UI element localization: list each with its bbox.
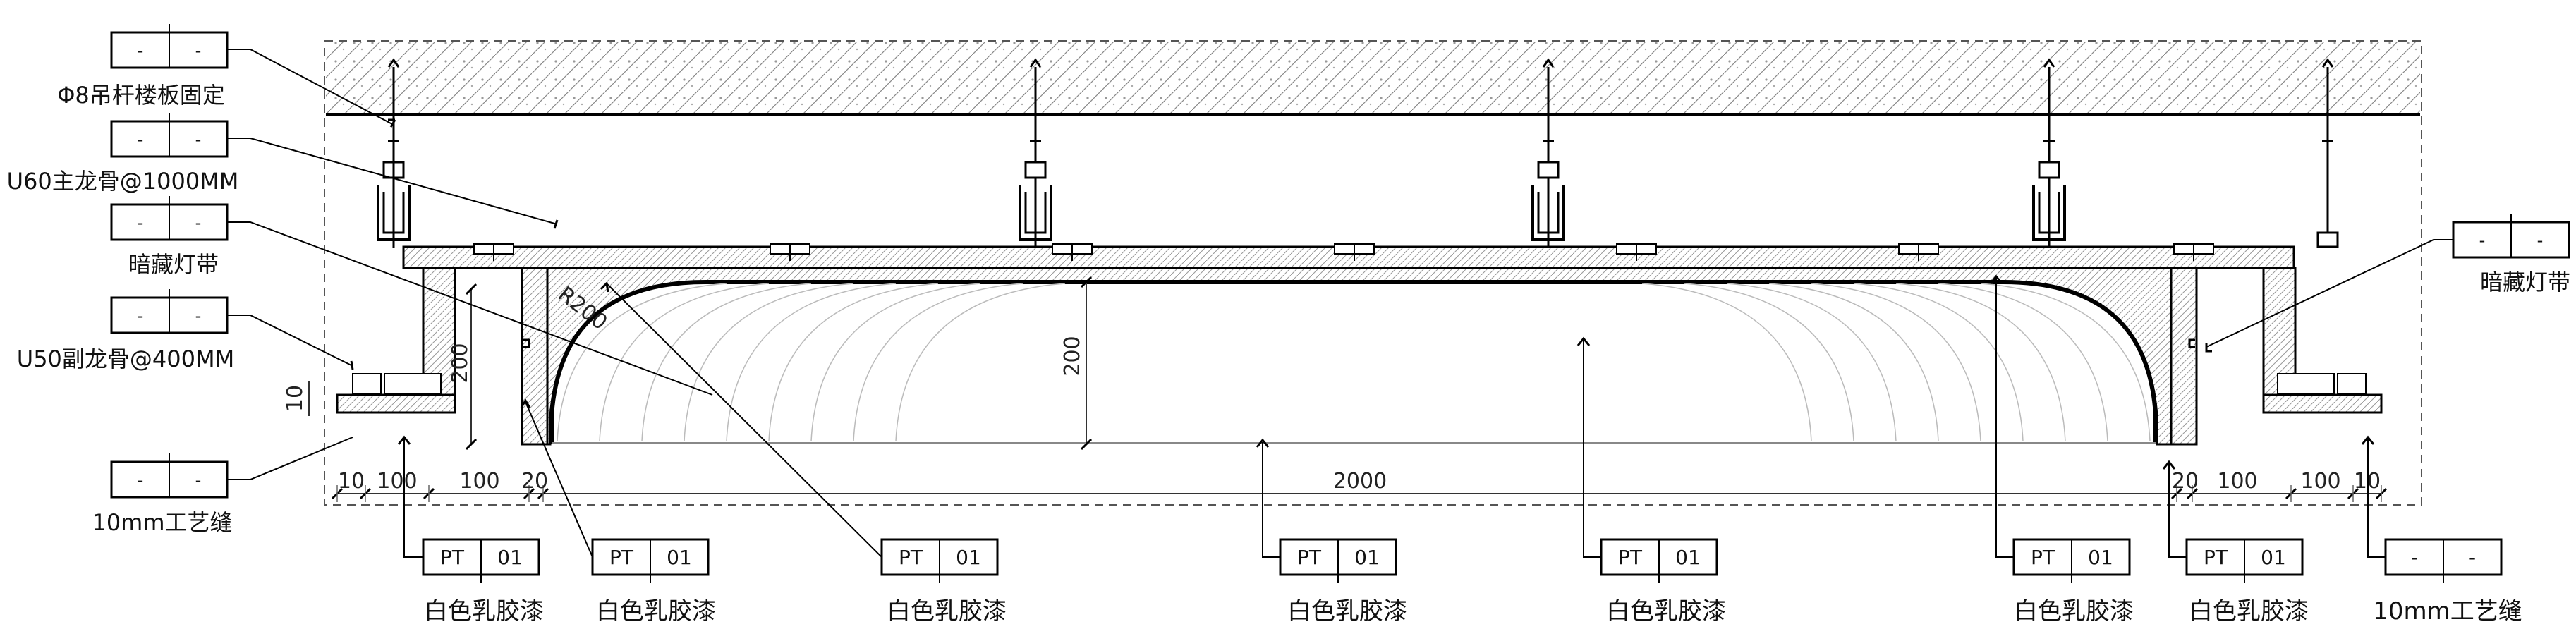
material-tag: PT 01 白色乳胶漆	[422, 538, 544, 625]
tag-code: -	[138, 306, 144, 326]
tag-code: PT	[2204, 546, 2228, 569]
tag-code: PT	[899, 546, 923, 569]
dim-text: 100	[2300, 469, 2340, 494]
tag-num: -	[2537, 231, 2544, 250]
tag-code: PT	[440, 546, 465, 569]
dim-text: 2000	[1333, 469, 1387, 494]
tag-label: U50副龙骨@400MM	[17, 346, 234, 372]
tag-num: -	[195, 306, 202, 326]
tag-num: 01	[2088, 546, 2113, 569]
tag-code: -	[138, 41, 144, 61]
tag-code: -	[138, 213, 144, 233]
tag-label: 暗藏灯带	[2480, 269, 2570, 295]
vault-curve	[549, 280, 2158, 444]
tag-label: 白色乳胶漆	[887, 597, 1007, 625]
tag-label: Φ8吊杆楼板固定	[57, 82, 225, 109]
bottom-material-tags: PT 01 白色乳胶漆 PT 01 白色乳胶漆 PT 01 白色乳胶漆 PT 0…	[422, 538, 2522, 625]
tag-num: 01	[1675, 546, 1701, 569]
dimension-lines	[308, 282, 2381, 494]
leader-arrows	[350, 118, 2375, 470]
tag-num: -	[2469, 546, 2476, 569]
tag-code: -	[2411, 546, 2418, 569]
secondary-keel	[1334, 243, 1375, 261]
material-tag: - - U50副龙骨@400MM	[17, 289, 234, 372]
dim-text: 100	[377, 469, 417, 494]
material-tag: - - U60主龙骨@1000MM	[7, 113, 239, 195]
material-tag: - - 10mm工艺缝	[2373, 538, 2522, 625]
right-material-tag: - - 暗藏灯带	[2452, 214, 2570, 295]
secondary-keel	[2173, 243, 2214, 261]
dimension-texts: 10 100 100 20 2000 20 100 100 10 200 200…	[283, 282, 2381, 494]
material-tag: PT 01 白色乳胶漆	[880, 538, 1007, 625]
hanger-rod-group	[377, 58, 2339, 248]
secondary-keel	[1616, 243, 1657, 261]
hanger-rod	[2032, 58, 2066, 248]
tag-num: -	[195, 213, 202, 233]
tag-num: 01	[667, 546, 692, 569]
dim-height-left: 200	[448, 343, 473, 383]
led-strip-icon-right	[2188, 338, 2195, 348]
tag-code: PT	[1618, 546, 1643, 569]
tag-label: 暗藏灯带	[128, 251, 219, 278]
tag-label: 10mm工艺缝	[92, 509, 232, 536]
tag-code: -	[138, 470, 144, 490]
material-tag: PT 01 白色乳胶漆	[2185, 538, 2309, 625]
hanger-rod	[2316, 58, 2339, 248]
tag-num: 01	[2261, 546, 2286, 569]
dim-height-center: 200	[1060, 336, 1085, 376]
tag-code: PT	[1297, 546, 1322, 569]
section-frame	[324, 40, 2422, 506]
dim-text: 100	[2217, 469, 2257, 494]
tag-label: 白色乳胶漆	[1606, 597, 1726, 625]
secondary-keel-group	[473, 243, 2214, 261]
tag-label: 10mm工艺缝	[2373, 597, 2522, 625]
material-tag: PT 01 白色乳胶漆	[2012, 538, 2134, 625]
tag-num: -	[195, 130, 202, 149]
material-tag: - - 10mm工艺缝	[92, 453, 233, 536]
tag-num: 01	[1354, 546, 1380, 569]
tag-label: 白色乳胶漆	[424, 597, 544, 625]
leader-lines	[227, 49, 2453, 558]
dim-text: 10	[338, 469, 365, 494]
tag-code: PT	[609, 546, 634, 569]
material-tag: PT 01 白色乳胶漆	[591, 538, 716, 625]
hanger-rod	[1531, 58, 1565, 248]
secondary-keel	[770, 243, 810, 261]
material-tag: PT 01 白色乳胶漆	[1279, 538, 1407, 625]
tag-label: 白色乳胶漆	[1287, 597, 1407, 625]
tag-label: 白色乳胶漆	[2189, 597, 2309, 625]
secondary-keel	[1898, 243, 1939, 261]
tag-num: 01	[956, 546, 981, 569]
concrete-slab	[326, 42, 2420, 113]
material-tag: PT 01 白色乳胶漆	[1600, 538, 1726, 625]
secondary-keel	[1052, 243, 1093, 261]
left-light-trough	[336, 267, 549, 446]
tag-label: U60主龙骨@1000MM	[7, 168, 239, 195]
vault-shading-arcs	[557, 283, 2151, 442]
material-tag: - - Φ8吊杆楼板固定	[57, 24, 229, 109]
tag-num: -	[195, 41, 202, 61]
left-material-tags: - - Φ8吊杆楼板固定 - - U60主龙骨@1000MM - - 暗藏灯带 …	[7, 24, 239, 536]
dim-text: 20	[2172, 469, 2199, 494]
tag-code: -	[138, 130, 144, 149]
led-strip-icon-left	[523, 338, 530, 348]
dim-text: 20	[521, 469, 548, 494]
tag-label: 白色乳胶漆	[2014, 597, 2134, 625]
dim-left-gap: 10	[283, 385, 308, 412]
tag-num: -	[195, 470, 202, 490]
secondary-keel	[473, 243, 514, 261]
tag-code: PT	[2031, 546, 2055, 569]
dim-text: 100	[459, 469, 499, 494]
material-tag: - - 暗藏灯带	[110, 196, 229, 278]
tag-label: 白色乳胶漆	[596, 597, 716, 625]
tag-num: 01	[497, 546, 523, 569]
dimension-ticks	[331, 276, 2388, 502]
hanger-rod	[1019, 58, 1052, 248]
right-light-trough	[2170, 267, 2383, 446]
tag-code: -	[2479, 231, 2486, 250]
